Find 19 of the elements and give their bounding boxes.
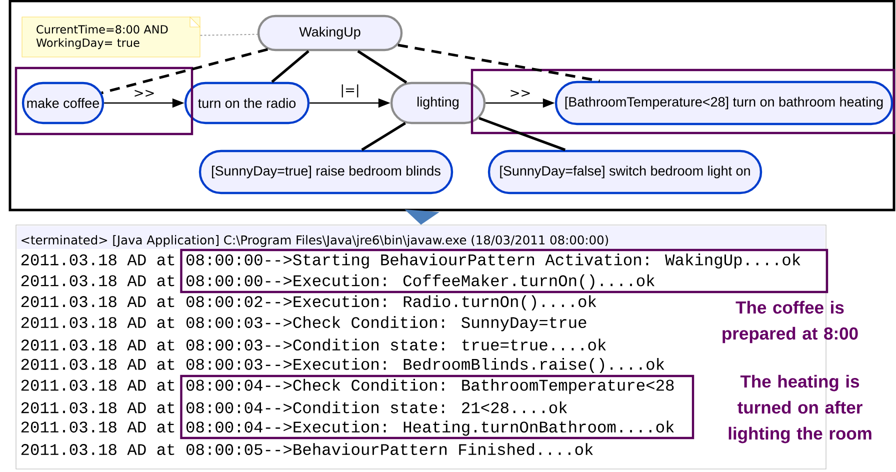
connector-line — [478, 116, 566, 152]
edge-label: >> — [132, 88, 156, 99]
activity-pill: WakingUp — [257, 14, 403, 52]
diagram-frame — [8, 0, 896, 212]
connector-line — [101, 48, 268, 94]
connector-line — [357, 50, 408, 84]
connector-line — [200, 34, 258, 36]
activity-pill: [BathroomTemperature<28] turn on bathroom heating — [554, 80, 894, 126]
activity-pill: [SunnyDay=false] switch bedroom light on — [488, 150, 762, 194]
activity-pill: make coffee — [22, 82, 104, 124]
annotation-text: The heating is turned on after lighting the room — [728, 374, 872, 444]
connector-line — [271, 50, 310, 83]
edge-label: >> — [508, 88, 532, 99]
edge-label: |=| — [338, 83, 362, 99]
annotation-text: The coffee is prepared at 8:00 — [722, 300, 858, 344]
activity-pill: turn on the radio — [184, 82, 310, 124]
connector-line — [361, 122, 406, 152]
activity-pill: lighting — [390, 82, 486, 124]
activity-pill: [SunnyDay=true] raise bedroom blinds — [198, 150, 454, 194]
